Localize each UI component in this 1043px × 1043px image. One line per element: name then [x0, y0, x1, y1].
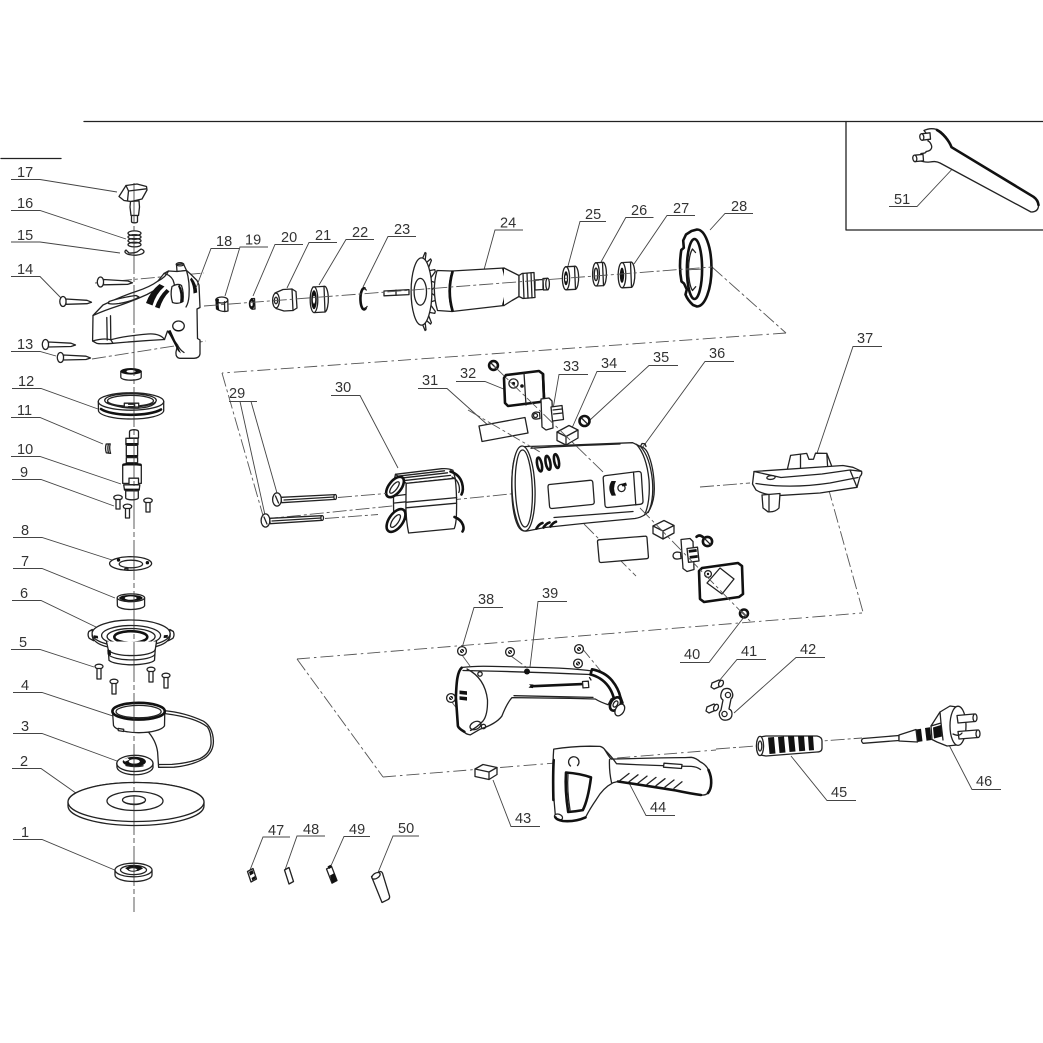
svg-text:48: 48: [303, 822, 319, 838]
svg-text:50: 50: [398, 821, 414, 837]
svg-text:32: 32: [460, 366, 476, 382]
svg-text:17: 17: [17, 165, 33, 181]
svg-text:34: 34: [601, 356, 617, 372]
svg-text:29: 29: [229, 386, 245, 402]
svg-text:20: 20: [281, 230, 297, 246]
svg-text:12: 12: [18, 374, 34, 390]
svg-text:51: 51: [894, 192, 910, 208]
svg-text:39: 39: [542, 586, 558, 602]
svg-text:19: 19: [245, 233, 261, 249]
svg-text:46: 46: [976, 774, 992, 790]
svg-text:1: 1: [21, 825, 29, 841]
svg-text:33: 33: [563, 359, 579, 375]
svg-text:26: 26: [631, 203, 647, 219]
svg-text:44: 44: [650, 800, 666, 816]
svg-text:38: 38: [478, 592, 494, 608]
svg-text:30: 30: [335, 380, 351, 396]
svg-text:15: 15: [17, 228, 33, 244]
svg-text:23: 23: [394, 222, 410, 238]
svg-text:10: 10: [17, 442, 33, 458]
svg-text:9: 9: [20, 465, 28, 481]
svg-text:3: 3: [21, 719, 29, 735]
svg-text:27: 27: [673, 201, 689, 217]
svg-text:24: 24: [500, 216, 516, 232]
svg-text:40: 40: [684, 647, 700, 663]
svg-text:43: 43: [515, 811, 531, 827]
svg-text:16: 16: [17, 196, 33, 212]
svg-text:6: 6: [20, 586, 28, 602]
svg-text:22: 22: [352, 225, 368, 241]
svg-text:14: 14: [17, 262, 33, 278]
svg-text:5: 5: [19, 635, 27, 651]
svg-text:4: 4: [21, 678, 29, 694]
svg-text:25: 25: [585, 207, 601, 223]
svg-text:45: 45: [831, 785, 847, 801]
svg-text:2: 2: [20, 754, 28, 770]
svg-text:42: 42: [800, 642, 816, 658]
svg-text:37: 37: [857, 331, 873, 347]
svg-text:47: 47: [268, 823, 284, 839]
svg-text:8: 8: [21, 523, 29, 539]
svg-text:35: 35: [653, 350, 669, 366]
svg-text:7: 7: [21, 554, 29, 570]
svg-text:49: 49: [349, 822, 365, 838]
svg-text:21: 21: [315, 228, 331, 244]
svg-text:18: 18: [216, 234, 232, 250]
svg-text:28: 28: [731, 199, 747, 215]
svg-text:41: 41: [741, 644, 757, 660]
svg-text:11: 11: [17, 403, 32, 419]
svg-text:36: 36: [709, 346, 725, 362]
svg-text:13: 13: [17, 337, 33, 353]
svg-text:31: 31: [422, 373, 438, 389]
